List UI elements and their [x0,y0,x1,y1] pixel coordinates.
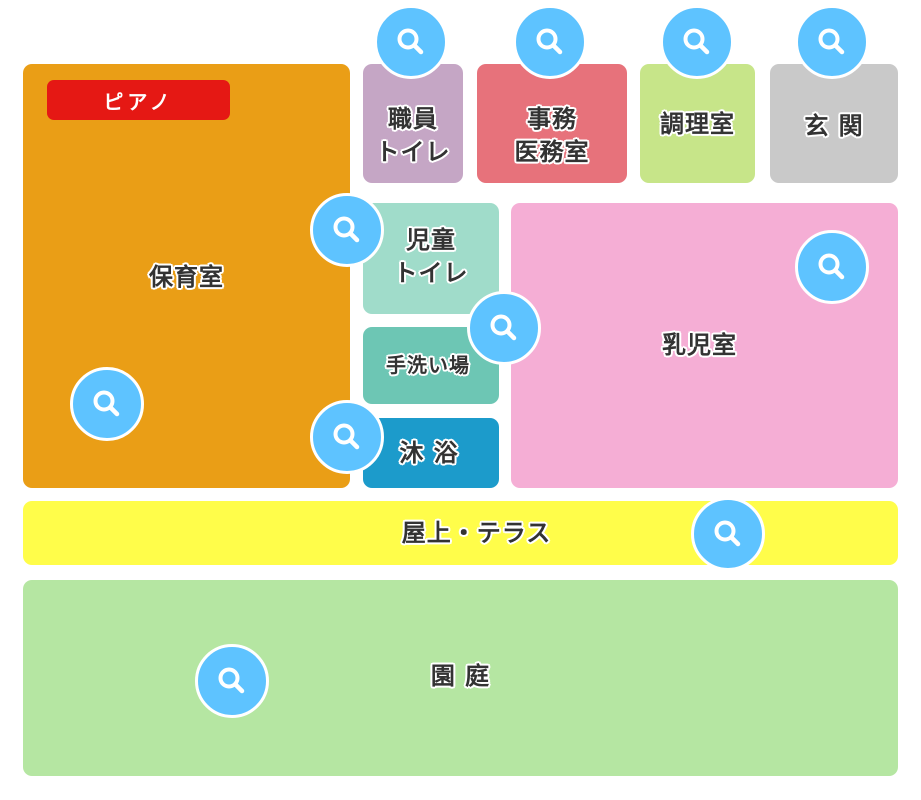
search-pin-chori[interactable] [660,5,734,79]
search-pin-entei[interactable] [195,644,269,718]
room-jido-toilet[interactable]: 児童 トイレ [363,203,499,314]
room-label: 職員 トイレ [375,104,451,166]
search-pin-hoikushitsu[interactable] [70,367,144,441]
search-pin-jido-toilet[interactable] [310,193,384,267]
room-label: 乳児室 [662,331,737,359]
room-chori[interactable]: 調理室 [640,64,755,183]
room-label: 事務 医務室 [514,104,590,166]
search-icon [93,390,120,417]
room-okujo[interactable]: 屋上・テラス [23,501,898,565]
search-icon [333,216,360,243]
room-shokuin-toilet[interactable]: 職員 トイレ [363,64,463,183]
search-icon [818,28,845,55]
search-icon [218,667,245,694]
room-mokuyoku[interactable]: 沐 浴 [363,418,499,488]
search-icon [490,314,517,341]
search-pin-jimu[interactable] [513,5,587,79]
search-icon [397,28,424,55]
room-label: 児童 トイレ [393,225,469,287]
search-pin-genkan[interactable] [795,5,869,79]
room-genkan[interactable]: 玄 関 [770,64,898,183]
search-pin-tearai[interactable] [467,291,541,365]
search-pin-shokuin-toilet[interactable] [374,5,448,79]
search-pin-mokuyoku[interactable] [310,400,384,474]
room-hoikushitsu[interactable]: 保育室 [23,64,350,488]
room-label: 屋上・テラス [401,518,552,547]
piano-badge[interactable]: ピアノ [47,80,230,120]
search-icon [333,423,360,450]
room-label: 調理室 [660,110,735,138]
room-label: 玄 関 [804,112,864,140]
search-pin-nyuji[interactable] [795,230,869,304]
search-icon [818,253,845,280]
room-label: 保育室 [149,263,224,291]
search-icon [536,28,563,55]
search-pin-okujo[interactable] [691,497,765,571]
room-entei[interactable]: 園 庭 [23,580,898,776]
room-jimu[interactable]: 事務 医務室 [477,64,627,183]
room-label: 園 庭 [430,661,491,690]
search-icon [683,28,710,55]
room-label: 手洗い場 [386,353,470,377]
room-label: 沐 浴 [399,438,459,467]
search-icon [714,520,741,547]
